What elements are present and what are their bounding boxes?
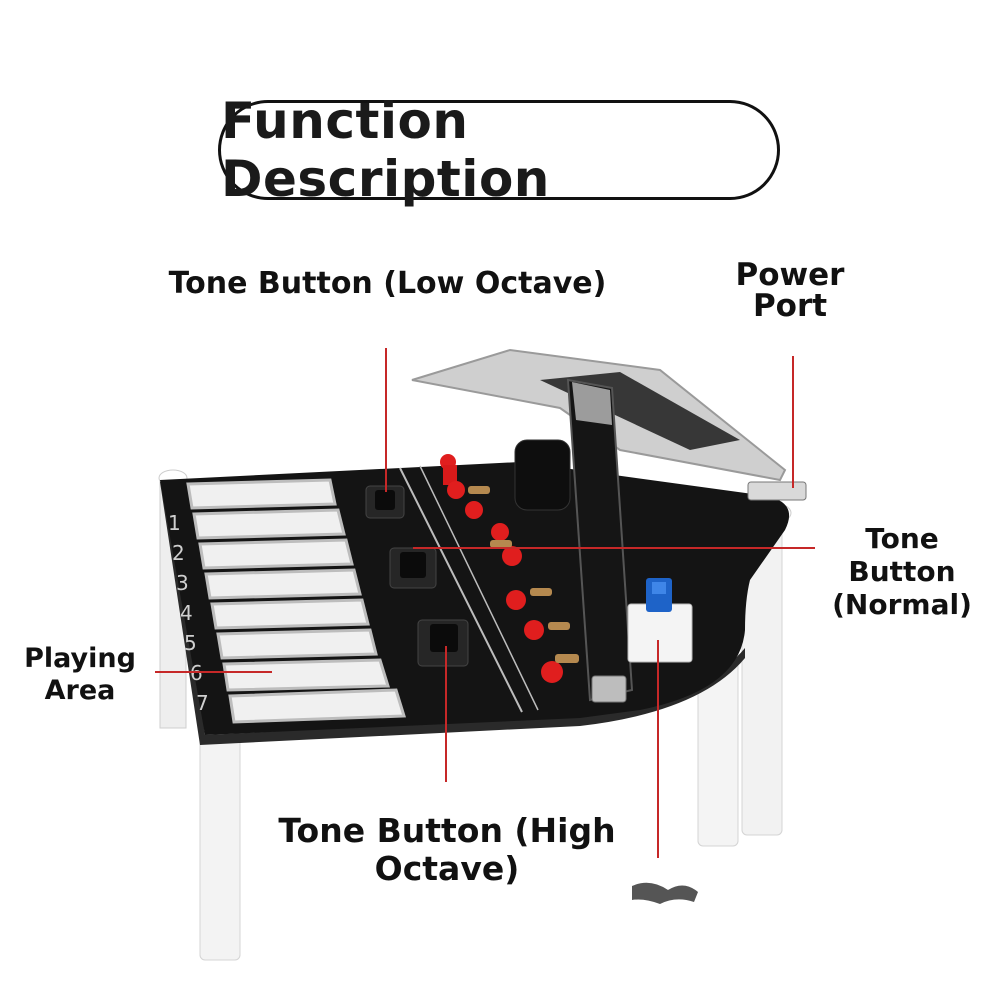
key-number: 5 (184, 631, 197, 655)
page-title: Function Description (221, 92, 550, 208)
ink-marks (632, 882, 698, 904)
label-power-port: Power Port (720, 260, 860, 322)
label-text: Area (44, 674, 116, 706)
key-number: 4 (180, 601, 193, 625)
label-text: Tone Button (Low Octave) (168, 266, 607, 301)
support-legs (158, 469, 792, 961)
label-text: Playing (24, 643, 136, 674)
key-number: 3 (176, 571, 189, 595)
key-number: 2 (172, 541, 185, 565)
label-text: (Normal) (832, 588, 972, 622)
tone-button-normal (627, 578, 693, 663)
title-banner: Function Description (218, 92, 780, 208)
tone-button-low (365, 485, 405, 519)
label-text: Octave) (374, 848, 520, 888)
playing-area-keys (186, 478, 407, 724)
led-array (440, 454, 579, 683)
key-number: 7 (196, 691, 209, 715)
pointer-lines (155, 348, 815, 858)
label-tone-button-low-octave: Tone Button (Low Octave) (160, 268, 615, 300)
tone-button-high (417, 619, 469, 667)
key-number: 1 (168, 511, 181, 535)
label-text: Tone (865, 522, 939, 555)
label-text: Button (848, 555, 956, 589)
label-tone-button-high-octave: Tone Button (High Octave) (272, 812, 622, 888)
label-text: Port (752, 288, 828, 324)
label-tone-button-normal: Tone Button (Normal) (826, 522, 978, 621)
tone-button-mid (389, 547, 437, 589)
label-text: Power (735, 257, 845, 293)
label-playing-area: Playing Area (14, 643, 146, 707)
label-text: Tone Button (High (278, 811, 616, 850)
